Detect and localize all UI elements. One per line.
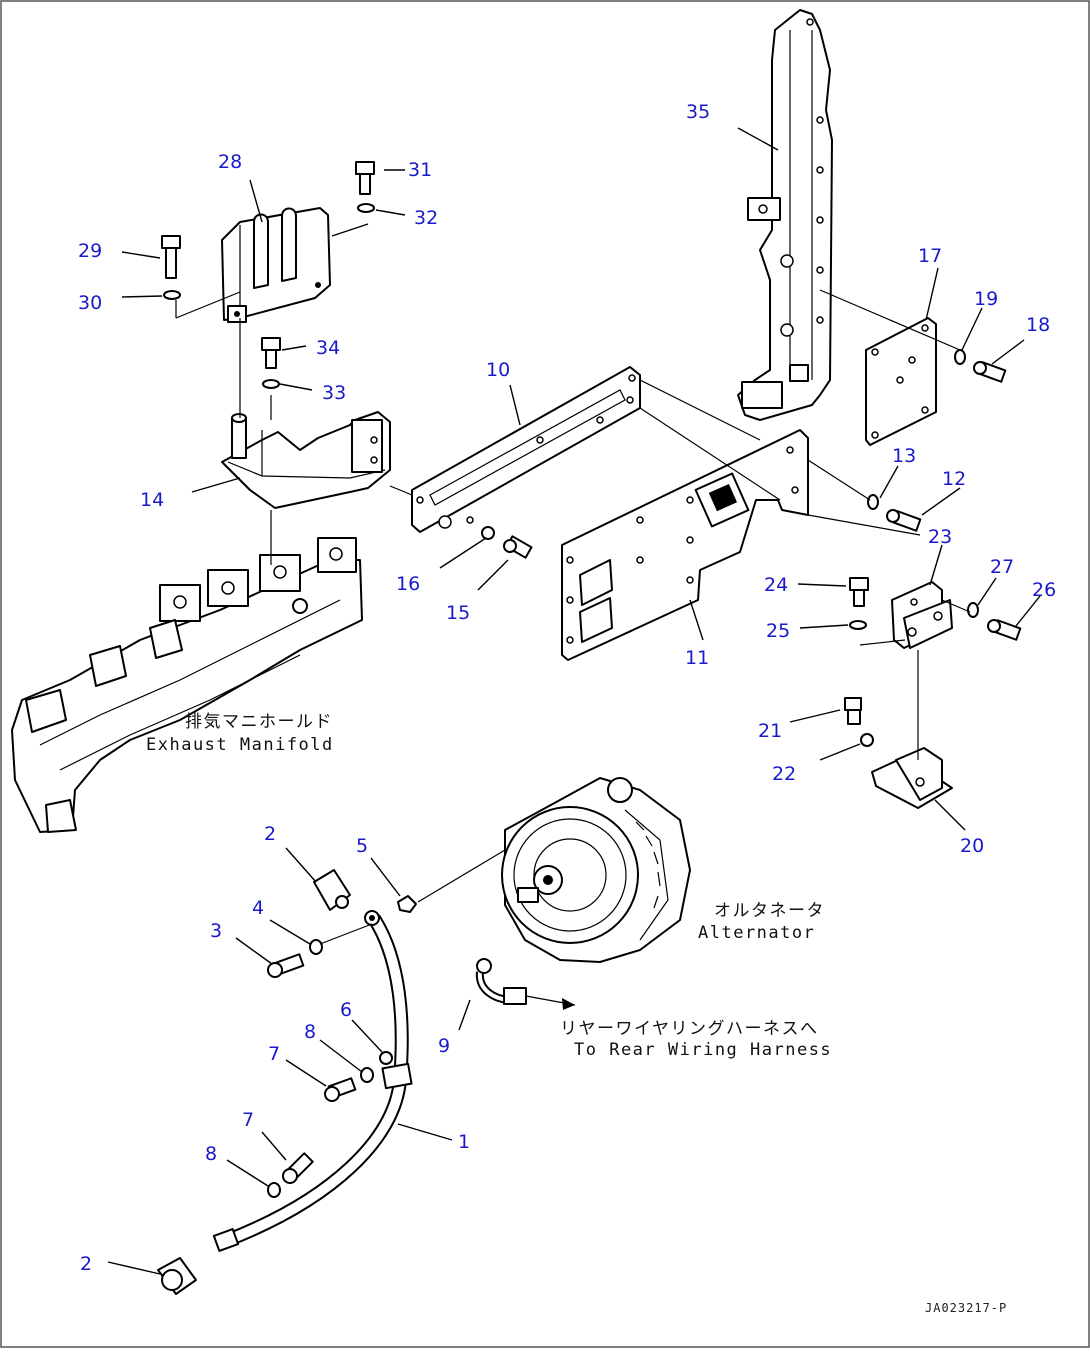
callout-21: 21 <box>758 720 782 742</box>
callout-6: 6 <box>340 999 352 1021</box>
washer-22 <box>860 733 874 747</box>
part-11-large-plate <box>561 429 809 661</box>
harness-label-en: To Rear Wiring Harness <box>574 1040 832 1060</box>
callout-15: 15 <box>446 602 470 624</box>
part-20-bracket <box>871 747 953 809</box>
bolt-3 <box>267 953 305 978</box>
bolt-21 <box>844 697 862 725</box>
washer-8-upper <box>360 1067 374 1083</box>
callout-23: 23 <box>928 526 952 548</box>
alternator <box>501 777 691 963</box>
part-28-cover-bracket <box>221 207 331 323</box>
leader-lines <box>107 127 1041 1275</box>
washer-25 <box>849 620 867 630</box>
callout-17: 17 <box>918 245 942 267</box>
callout-9: 9 <box>438 1035 450 1057</box>
part-10-plate <box>411 366 641 533</box>
callout-2-lower: 2 <box>80 1253 92 1275</box>
bolt-12 <box>886 509 922 532</box>
callout-34: 34 <box>316 337 340 359</box>
callout-14: 14 <box>140 489 164 511</box>
exhaust-manifold-label-jp: 排気マニホールド <box>185 712 333 732</box>
drawing-code: JA023217-P <box>925 1301 1007 1315</box>
callout-3: 3 <box>210 920 222 942</box>
washer-30 <box>163 290 181 300</box>
callout-26: 26 <box>1032 579 1056 601</box>
alignment-lines <box>175 223 971 945</box>
clip-6 <box>379 1051 393 1065</box>
callout-7-upper: 7 <box>268 1043 280 1065</box>
callout-29: 29 <box>78 240 102 262</box>
bolt-26 <box>987 619 1022 641</box>
bolt-31 <box>355 161 375 195</box>
callout-8-lower: 8 <box>205 1143 217 1165</box>
component-labels: 排気マニホールド Exhaust Manifold オルタネータ Alterna… <box>146 712 1007 1315</box>
washer-19 <box>954 349 966 365</box>
washer-27 <box>967 602 979 618</box>
alternator-label-jp: オルタネータ <box>714 901 825 921</box>
part-14-bracket <box>221 411 391 509</box>
nut-5 <box>397 895 417 913</box>
callout-25: 25 <box>766 620 790 642</box>
callout-7-lower: 7 <box>242 1109 254 1131</box>
part-35-frame-rail <box>737 9 833 421</box>
callout-33: 33 <box>322 382 346 404</box>
bolt-29 <box>161 235 181 279</box>
part-1-cable <box>212 910 413 1252</box>
bolt-24 <box>849 577 869 607</box>
washer-16 <box>481 526 495 540</box>
washer-4 <box>309 939 323 955</box>
harness-label-jp: リヤーワイヤリングハーネスへ <box>560 1019 819 1039</box>
callout-31: 31 <box>408 159 432 181</box>
callout-30: 30 <box>78 292 102 314</box>
callout-numbers: 35 28 31 32 29 30 34 33 14 10 17 19 18 1… <box>78 101 1056 1275</box>
alternator-label-en: Alternator <box>698 923 815 943</box>
bolt-34 <box>261 337 281 369</box>
callout-16: 16 <box>396 573 420 595</box>
bolt-7-lower <box>282 1152 314 1184</box>
callout-13: 13 <box>892 445 916 467</box>
callout-24: 24 <box>764 574 788 596</box>
terminal-2-lower <box>157 1257 197 1295</box>
bolt-7-upper <box>324 1077 357 1102</box>
callout-2-upper: 2 <box>264 823 276 845</box>
callout-8-upper: 8 <box>304 1021 316 1043</box>
callout-27: 27 <box>990 556 1014 578</box>
callout-1: 1 <box>458 1131 470 1153</box>
callout-28: 28 <box>218 151 242 173</box>
bolt-18 <box>973 361 1007 383</box>
callout-12: 12 <box>942 468 966 490</box>
washer-8-lower <box>267 1182 281 1198</box>
terminal-2-upper <box>313 869 351 911</box>
bolt-15 <box>503 535 533 559</box>
callout-19: 19 <box>974 288 998 310</box>
part-23-bracket <box>891 581 953 649</box>
washer-13 <box>867 494 879 510</box>
washer-33 <box>262 379 280 389</box>
exhaust-manifold-label-en: Exhaust Manifold <box>146 735 334 755</box>
callout-5: 5 <box>356 835 368 857</box>
part-9-harness <box>475 958 576 1010</box>
exhaust-manifold <box>11 537 363 833</box>
callout-35: 35 <box>686 101 710 123</box>
callout-18: 18 <box>1026 314 1050 336</box>
washer-32 <box>357 203 375 213</box>
callout-10: 10 <box>486 359 510 381</box>
callout-32: 32 <box>414 207 438 229</box>
part-17-plate <box>865 317 937 446</box>
callout-22: 22 <box>772 763 796 785</box>
callout-20: 20 <box>960 835 984 857</box>
callout-11: 11 <box>685 647 709 669</box>
callout-4: 4 <box>252 897 264 919</box>
